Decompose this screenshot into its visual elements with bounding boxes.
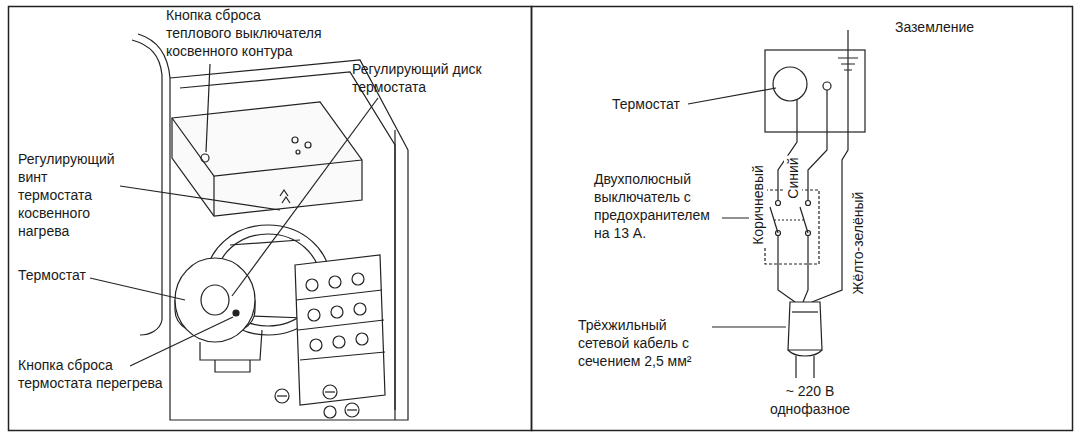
callout-label: Регулирующий диск термостата <box>352 60 512 96</box>
wire-color-label: Жёлто-зелёный <box>849 190 867 297</box>
callout-label: Кнопка сброса термостата перегрева <box>18 356 168 392</box>
wire-color-label: Коричневый <box>749 163 767 247</box>
ground-label: Заземление <box>895 18 1015 36</box>
panel-frame <box>9 7 532 431</box>
wire <box>778 74 848 302</box>
supply-label: ~ 220 В однофазное <box>760 382 860 418</box>
wire-color-label: Синий <box>784 155 802 200</box>
switch-symbol <box>765 190 819 264</box>
callout-label: Двухполюсный выключатель с предохранител… <box>594 170 722 242</box>
callout-label: Кнопка сброса теплового выключателя косв… <box>166 6 326 60</box>
thermostat-symbol <box>765 30 865 132</box>
cable-symbol <box>788 302 822 378</box>
panel-frame <box>532 7 1073 431</box>
callout-label: Термостат <box>18 266 138 284</box>
callout-label: Термостат <box>612 95 732 113</box>
callout-label: Регулирующий винт термостата косвенного … <box>18 150 122 240</box>
callout-label: Трёхжильный сетевой кабель с сечением 2,… <box>578 316 710 370</box>
leader-line <box>90 64 378 366</box>
